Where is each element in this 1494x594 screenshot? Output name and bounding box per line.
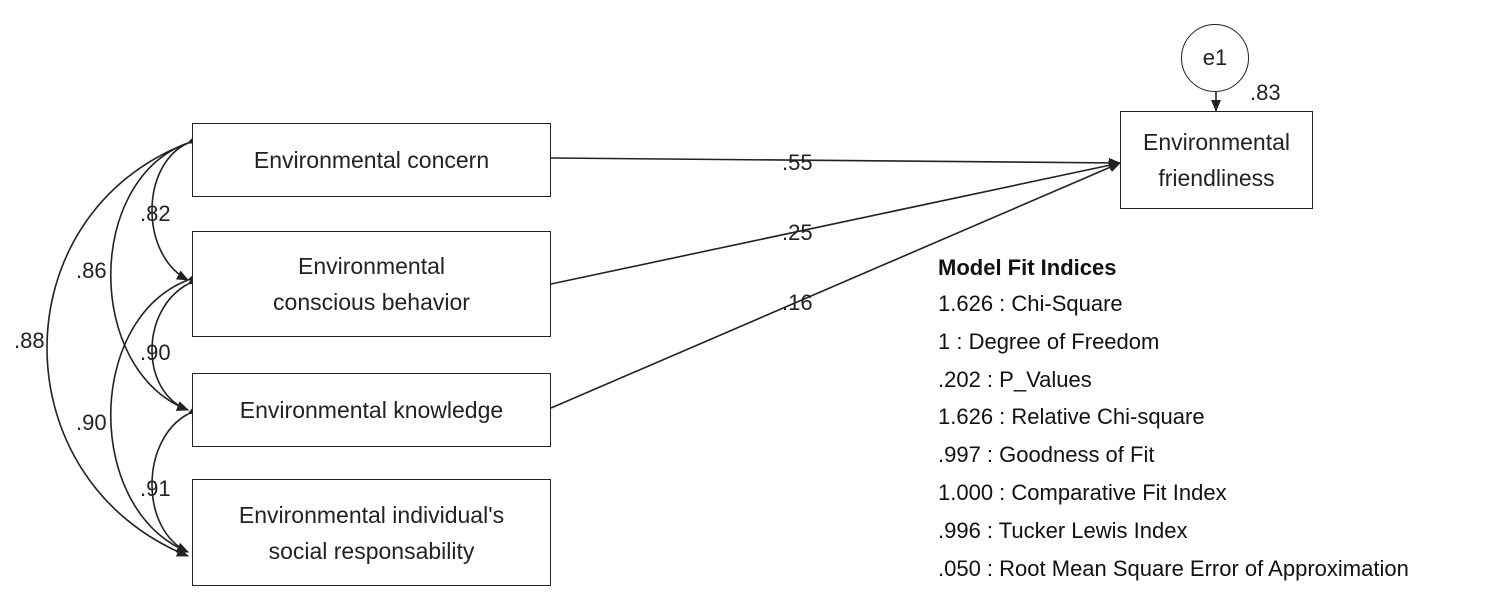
path-arrow-knowledge — [550, 162, 1121, 409]
path-arrow-concern — [550, 157, 1121, 168]
fit-row-relative-chi-square: 1.626 : Relative Chi-square — [938, 404, 1205, 430]
fit-row-goodness-of-fit: .997 : Goodness of Fit — [938, 442, 1155, 468]
model-fit-panel: Model Fit Indices 1.626 : Chi-Square 1 :… — [938, 251, 1409, 587]
corr-arc-concern-conscious — [151, 133, 201, 281]
fit-row-rmsea: .050 : Root Mean Square Error of Approxi… — [938, 555, 1409, 581]
box-label-knowledge: Environmental knowledge — [239, 397, 504, 423]
corr-coef-conscious-knowledge: .90 — [140, 340, 171, 365]
box-environmental-knowledge: Environmental knowledge — [192, 373, 551, 447]
box-environmental-friendliness: Environmental friendliness — [1120, 111, 1313, 209]
box-label-friendliness: Environmental friendliness — [1142, 129, 1291, 191]
fit-row-chi-square: 1.626 : Chi-Square — [938, 291, 1123, 316]
r-squared-label: .83 — [1250, 80, 1281, 105]
path-coef-knowledge: .16 — [782, 290, 813, 315]
corr-arc-concern-knowledge — [110, 134, 201, 411]
corr-arc-conscious-social — [110, 271, 201, 553]
box-label-conscious: Environmental conscious behavior — [273, 253, 470, 315]
corr-coef-conscious-social: .90 — [76, 410, 107, 435]
fit-row-tucker-lewis-index: .996 : Tucker Lewis Index — [938, 517, 1188, 543]
corr-coef-concern-conscious: .82 — [140, 201, 171, 226]
box-environmental-concern: Environmental concern — [192, 123, 551, 197]
corr-arc-conscious-knowledge — [151, 274, 201, 411]
corr-coef-concern-social: .88 — [14, 328, 45, 353]
fit-row-p-values: .202 : P_Values — [938, 366, 1092, 392]
model-fit-title: Model Fit Indices — [938, 255, 1117, 280]
corr-arc-concern-social — [46, 134, 201, 557]
box-environmental-social-responsability: Environmental individual's social respon… — [192, 479, 551, 586]
corr-arc-knowledge-social — [151, 404, 201, 553]
box-label-concern: Environmental concern — [253, 147, 490, 173]
path-arrow-conscious — [550, 160, 1121, 285]
box-environmental-conscious-behavior: Environmental conscious behavior — [192, 231, 551, 337]
fit-row-comparative-fit-index: 1.000 : Comparative Fit Index — [938, 479, 1227, 505]
error-term-circle: e1 — [1181, 24, 1249, 92]
corr-coef-concern-knowledge: .86 — [76, 258, 107, 283]
box-label-social: Environmental individual's social respon… — [238, 501, 505, 564]
error-term-label: e1 — [1202, 45, 1228, 70]
path-coef-concern: .55 — [782, 150, 813, 175]
corr-coef-knowledge-social: .91 — [140, 476, 171, 501]
fit-row-degree-of-freedom: 1 : Degree of Freedom — [938, 328, 1160, 354]
path-coef-conscious: .25 — [782, 220, 813, 245]
